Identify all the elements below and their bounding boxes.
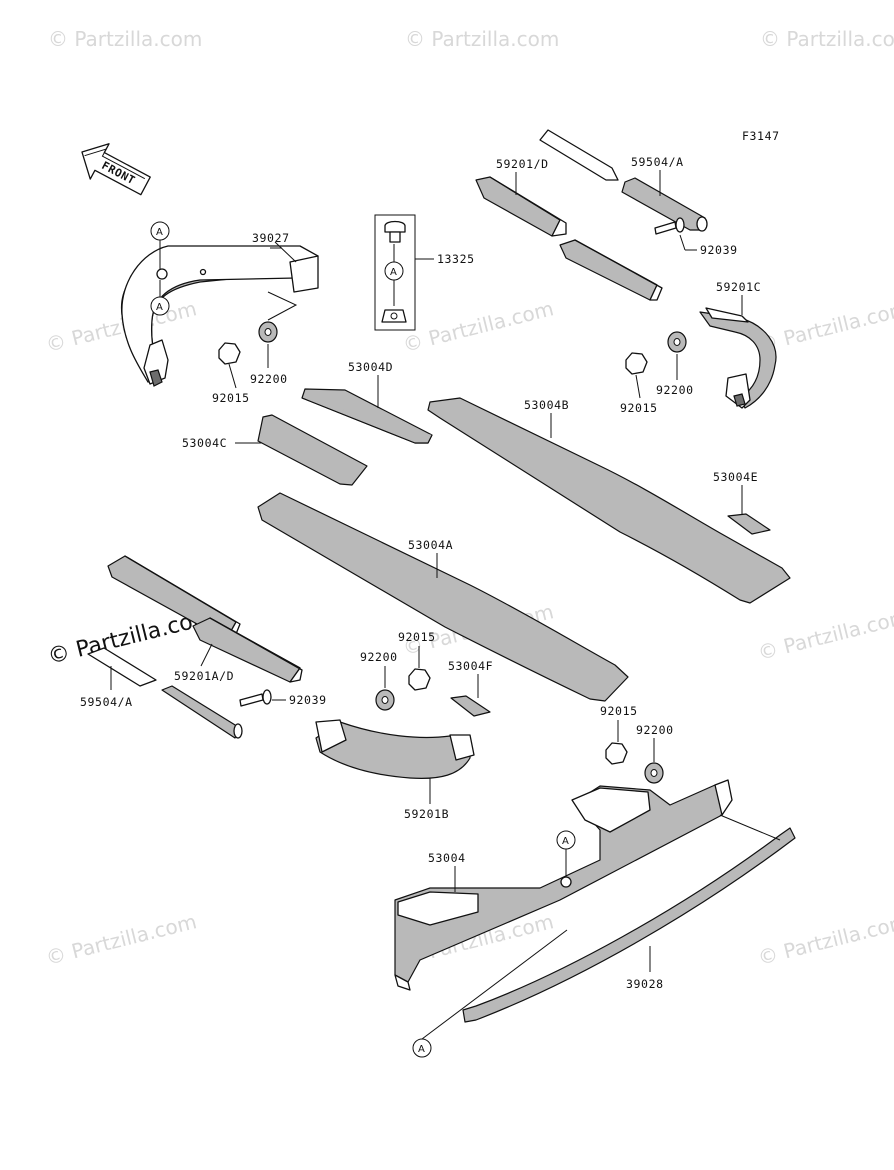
mat-53004C xyxy=(257,414,368,486)
part-label-53004F: 53004F xyxy=(448,659,493,673)
part-label-53004B: 53004B xyxy=(524,398,569,412)
callout-a-label: A xyxy=(156,302,163,313)
part-label-39028: 39028 xyxy=(626,977,664,991)
part-label-92015-right: 92015 xyxy=(620,401,658,415)
part-label-53004A: 53004A xyxy=(408,538,453,552)
part-label-53004D: 53004D xyxy=(348,360,393,374)
watermark: © Partzilla.com xyxy=(755,296,894,357)
mat-53004B xyxy=(427,397,791,604)
part-59201D-plates xyxy=(475,129,663,301)
figure-code: F3147 xyxy=(742,129,780,143)
part-label-92200-left: 92200 xyxy=(250,372,288,386)
part-label-92015-left: 92015 xyxy=(212,391,250,405)
callout-a-label: A xyxy=(418,1044,425,1055)
part-label-92200-right: 92200 xyxy=(656,383,694,397)
mat-53004F xyxy=(450,695,491,717)
callout-A-3: A xyxy=(556,830,576,877)
part-label-39027: 39027 xyxy=(252,231,290,245)
nut-92015-low xyxy=(605,742,628,765)
watermark: © Partzilla.com xyxy=(755,909,894,970)
part-13325-kit: A xyxy=(374,214,416,331)
part-label-59201C: 59201C xyxy=(716,280,761,294)
part-label-92015-mid: 92015 xyxy=(398,630,436,644)
nut-92015-mid xyxy=(408,668,431,691)
callout-A-1: A xyxy=(150,221,170,270)
callout-A-2: A xyxy=(150,280,170,316)
part-label-92015-low: 92015 xyxy=(600,704,638,718)
watermark: © Partzilla.com xyxy=(755,604,894,665)
part-label-13325: 13325 xyxy=(437,252,475,266)
part-53004-bracket xyxy=(394,779,733,991)
callout-a-label: A xyxy=(156,227,163,238)
part-59201AD-rails xyxy=(107,555,303,683)
part-label-92200-mid: 92200 xyxy=(360,650,398,664)
part-59504A-bottom xyxy=(87,647,243,739)
callout-a-label: A xyxy=(562,836,569,847)
part-label-53004C: 53004C xyxy=(182,436,227,450)
nut-92015-left xyxy=(218,342,241,365)
callout-a-label: A xyxy=(390,267,397,278)
rivet-92039-top xyxy=(654,217,685,235)
part-39027-handle xyxy=(120,245,319,387)
front-arrow-icon: FRONT xyxy=(81,143,151,196)
part-59201C xyxy=(699,307,777,409)
part-label-59504A-bottom: 59504/A xyxy=(80,695,133,709)
part-label-92200-low: 92200 xyxy=(636,723,674,737)
part-39028-strip xyxy=(462,814,796,1023)
mat-53004A xyxy=(257,492,629,702)
watermark: © Partzilla.com xyxy=(43,909,199,970)
watermark: © Partzilla.com xyxy=(405,27,559,51)
part-label-59201D: 59201/D xyxy=(496,157,549,171)
part-label-92039-top: 92039 xyxy=(700,243,738,257)
part-label-53004: 53004 xyxy=(428,851,466,865)
callout-A-4: A xyxy=(412,929,568,1058)
watermark: © Partzilla.com xyxy=(48,27,202,51)
part-59504A-top xyxy=(621,177,708,232)
part-label-59504A-top: 59504/A xyxy=(631,155,684,169)
part-59201B xyxy=(315,719,475,780)
part-label-59201AD: 59201A/D xyxy=(174,669,234,683)
nut-92015-right xyxy=(625,352,648,375)
watermark: © Partzilla.com xyxy=(400,296,556,357)
watermark: © Partzilla.com xyxy=(760,27,894,51)
part-label-92039-bottom: 92039 xyxy=(289,693,327,707)
watermarks: © Partzilla.com © Partzilla.com © Partzi… xyxy=(43,27,894,970)
rivet-92039-bottom xyxy=(239,689,272,707)
part-label-59201B: 59201B xyxy=(404,807,449,821)
part-label-53004E: 53004E xyxy=(713,470,758,484)
mat-53004E xyxy=(727,513,771,535)
